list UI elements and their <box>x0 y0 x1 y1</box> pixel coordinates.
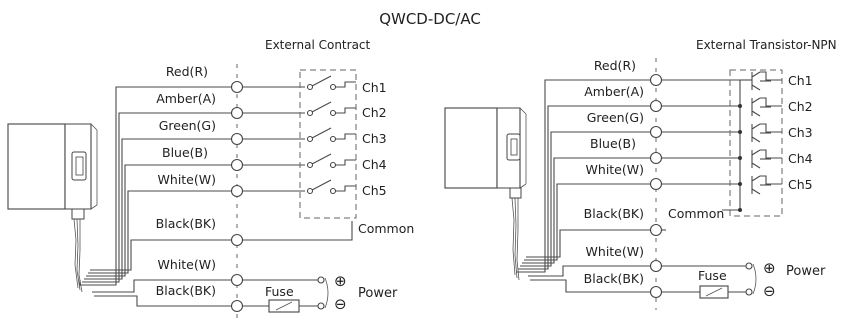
right-plus-symbol: ⊕ <box>763 259 776 277</box>
left-label-black-power: Black(BK) <box>156 283 216 298</box>
left-common-label: Common <box>358 221 414 236</box>
left-label-green: Green(G) <box>159 118 216 133</box>
right-ch3: Ch3 <box>788 125 813 140</box>
right-ch5: Ch5 <box>788 177 813 192</box>
left-switch-ch2 <box>306 101 356 117</box>
left-switch-ch1 <box>306 75 356 91</box>
right-device-icon <box>444 107 527 281</box>
right-label-white: White(W) <box>586 162 644 177</box>
right-label-amber: Amber(A) <box>584 84 644 99</box>
right-transistor-ch5 <box>738 175 782 195</box>
right-diagram: External Transistor-NPN <box>444 38 837 310</box>
right-label-white-power: White(W) <box>586 244 644 259</box>
left-ch2: Ch2 <box>362 105 387 120</box>
left-switch-ch5 <box>306 179 356 195</box>
left-ch5: Ch5 <box>362 183 387 198</box>
right-transistor-ch2 <box>738 97 782 117</box>
left-ch1: Ch1 <box>362 80 387 95</box>
right-label-black-power: Black(BK) <box>584 271 644 286</box>
right-ch4: Ch4 <box>788 151 813 166</box>
right-label-green: Green(G) <box>587 110 644 125</box>
left-label-blue: Blue(B) <box>162 145 208 160</box>
right-power-label: Power <box>786 264 826 279</box>
left-label-black: Black(BK) <box>156 216 216 231</box>
right-transistor-ch3 <box>738 123 782 143</box>
left-label-white-power: White(W) <box>158 257 216 272</box>
left-switch-ch4 <box>306 153 356 169</box>
left-switch-box <box>299 69 357 219</box>
right-label-red: Red(R) <box>594 58 636 73</box>
left-heading: External Contract <box>265 38 371 52</box>
left-cable-bundle <box>79 86 237 307</box>
left-label-red: Red(R) <box>166 64 208 79</box>
right-heading: External Transistor-NPN <box>696 38 837 52</box>
diagram-title: QWCD-DC/AC <box>379 10 481 28</box>
left-fuse-label: Fuse <box>265 284 294 299</box>
right-transistor-ch1 <box>740 71 782 91</box>
left-switch-ch3 <box>306 127 356 143</box>
left-device-icon <box>7 123 98 293</box>
right-label-black: Black(BK) <box>584 206 644 221</box>
right-minus-symbol: ⊖ <box>763 282 776 300</box>
right-transistor-ch4 <box>738 149 782 169</box>
right-common-label: Common <box>668 206 724 221</box>
left-minus-symbol: ⊖ <box>334 295 347 313</box>
left-diagram: External Contract <box>7 38 414 318</box>
left-power-label: Power <box>358 286 398 301</box>
right-cable-bundle <box>516 79 656 293</box>
right-label-blue: Blue(B) <box>590 136 636 151</box>
right-ch1: Ch1 <box>788 73 813 88</box>
left-ch4: Ch4 <box>362 157 387 172</box>
right-fuse-label: Fuse <box>698 268 727 283</box>
left-ch3: Ch3 <box>362 131 387 146</box>
left-label-white: White(W) <box>158 172 216 187</box>
right-ch2: Ch2 <box>788 99 813 114</box>
left-plus-symbol: ⊕ <box>334 272 347 290</box>
left-label-amber: Amber(A) <box>156 91 216 106</box>
right-transistor-box <box>729 69 783 217</box>
